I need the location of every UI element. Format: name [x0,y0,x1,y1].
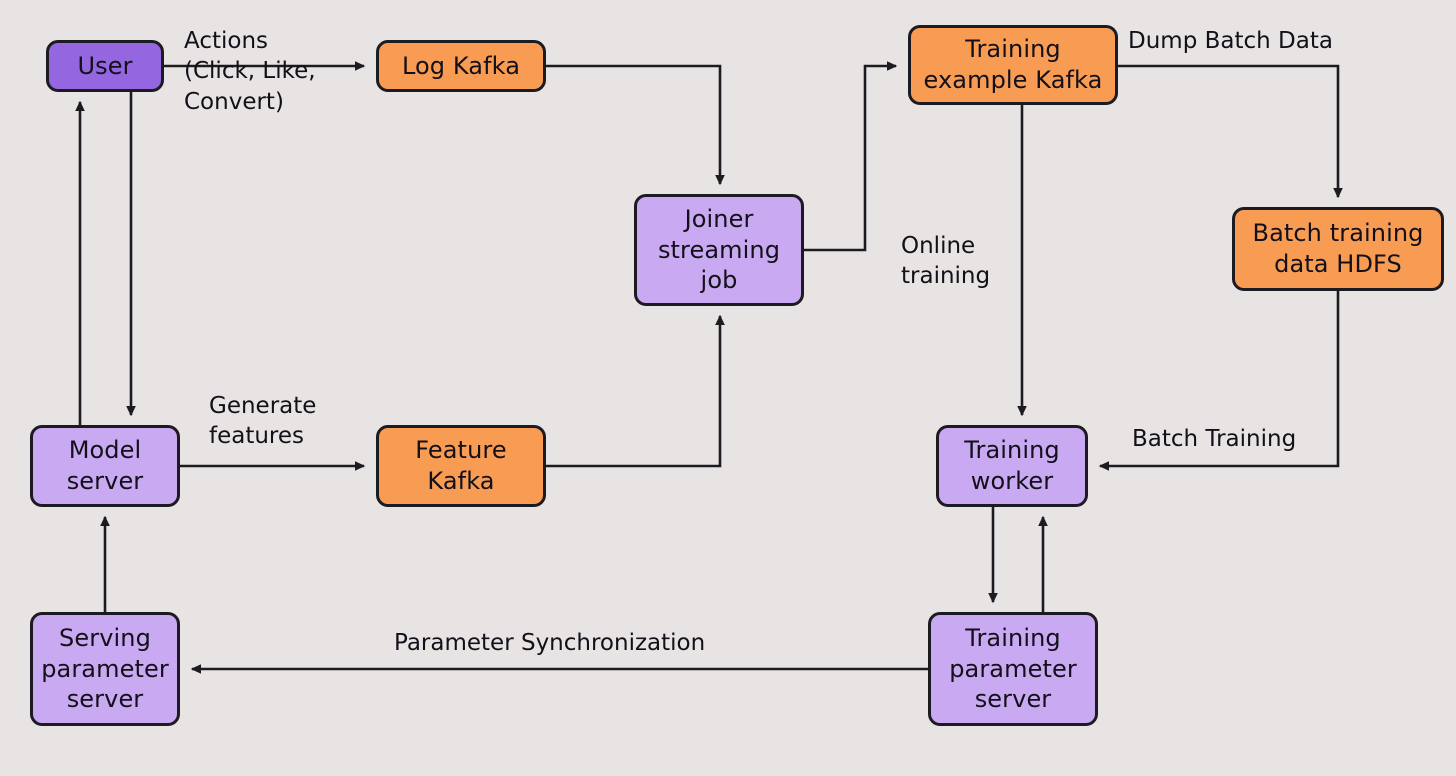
node-serving-parameter-server[interactable]: Serving parameter server [30,612,180,726]
edge-log-kafka-to-joiner [546,64,725,186]
edge-label-online-training: Online training [901,233,991,290]
edge-label-generate-features: Generate features [209,393,317,450]
node-training-worker[interactable]: Training worker [936,425,1088,507]
node-training-parameter-server[interactable]: Training parameter server [928,612,1098,726]
node-training-example-kafka[interactable]: Training example Kafka [908,25,1118,105]
edge-feature-kafka-to-joiner [546,314,725,468]
node-feature-kafka[interactable]: Feature Kafka [376,425,546,507]
edge-train-kafka-to-hdfs [1118,64,1343,199]
edge-label-parameter-synchronization: Parameter Synchronization [394,630,706,656]
node-joiner-streaming-job[interactable]: Joiner streaming job [634,194,804,306]
edge-label-dump-batch-data: Dump Batch Data [1128,28,1333,54]
node-model-server[interactable]: Model server [30,425,180,507]
edge-label-batch-training: Batch Training [1132,426,1297,452]
edge-label-actions: Actions (Click, Like, Convert) [184,28,316,115]
node-user[interactable]: User [46,40,164,92]
node-batch-training-data-hdfs[interactable]: Batch training data HDFS [1232,207,1444,291]
edge-joiner-to-train-kafka [804,61,898,252]
node-log-kafka[interactable]: Log Kafka [376,40,546,92]
